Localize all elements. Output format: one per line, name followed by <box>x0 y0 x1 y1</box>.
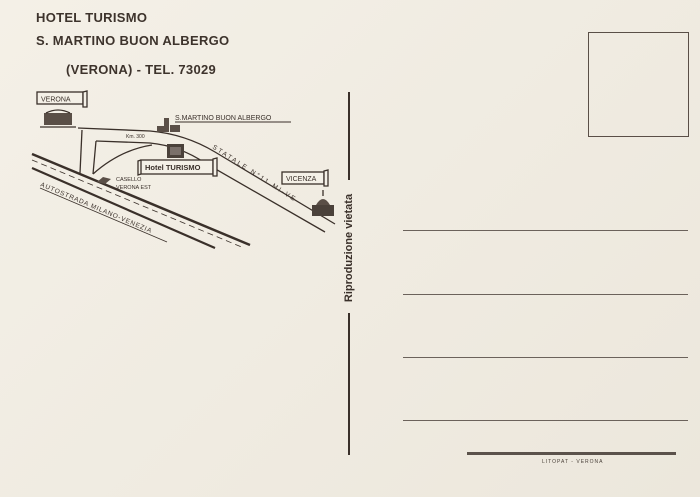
stamp-box <box>588 32 689 137</box>
svg-text:VICENZA: VICENZA <box>286 176 317 183</box>
hotel-address: S. MARTINO BUON ALBERGO <box>36 33 230 48</box>
connector-road <box>92 140 97 175</box>
town-buildings-icon <box>157 118 180 132</box>
autostrada-line <box>31 159 245 249</box>
arena-icon <box>40 109 76 128</box>
verona-banner: VERONA <box>36 90 88 108</box>
hotel-name: HOTEL TURISMO <box>36 10 148 25</box>
casello-label-2: VERONA EST <box>116 185 152 191</box>
autostrada-line <box>31 166 216 250</box>
bottom-rule <box>467 452 676 455</box>
address-line <box>403 357 688 358</box>
autostrada-label-underline <box>39 187 168 243</box>
svg-text:VERONA: VERONA <box>41 97 71 104</box>
address-line <box>403 230 688 231</box>
hotel-building-icon <box>167 144 184 158</box>
address-line <box>403 294 688 295</box>
s-martino-label: S.MARTINO BUON ALBERGO <box>175 115 272 122</box>
address-line <box>403 420 688 421</box>
divider-line <box>348 313 350 455</box>
reproduction-notice: Riproduzione vietata <box>343 193 355 303</box>
svg-text:Hotel TURISMO: Hotel TURISMO <box>145 163 201 172</box>
hotel-banner: Hotel TURISMO <box>137 157 218 177</box>
printer-credit: LITOPAT - VERONA <box>542 459 604 465</box>
connector-road <box>79 129 83 174</box>
statale-road-edge <box>77 127 336 225</box>
church-icon <box>312 190 334 216</box>
connector-road <box>92 144 153 175</box>
autostrada-line <box>31 152 251 247</box>
casello-icon <box>97 177 111 184</box>
casello-label: CASELLO <box>116 177 142 183</box>
divider-line <box>348 92 350 180</box>
vicenza-banner: VICENZA <box>281 169 329 187</box>
hotel-phone: (VERONA) - TEL. 73029 <box>66 62 217 77</box>
km-label: Km. 300 <box>126 134 145 140</box>
